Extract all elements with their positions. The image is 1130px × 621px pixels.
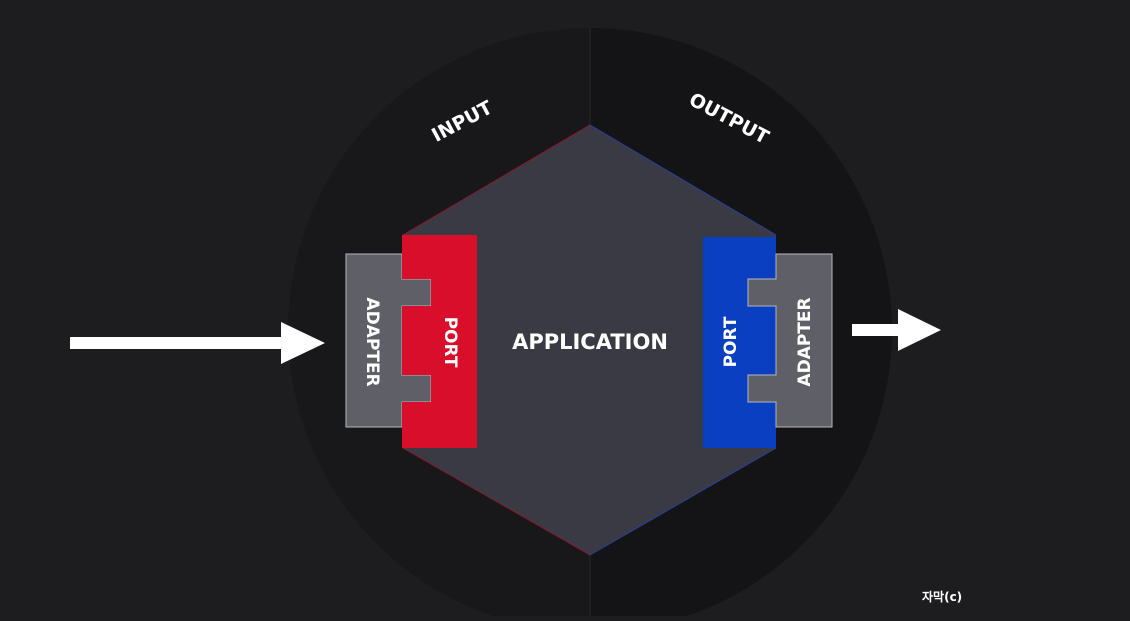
output-adapter-label: ADAPTER [795, 297, 815, 386]
hexagon-edge-right-top [589, 124, 777, 236]
hexagon-edge-left-bottom [402, 447, 591, 556]
output-port [703, 237, 776, 448]
input-port [402, 235, 477, 448]
application-hexagon [403, 125, 776, 555]
output-port-label: PORT [721, 316, 741, 367]
hexagon-edge-right-bottom [589, 447, 777, 556]
output-arrow [852, 309, 941, 351]
input-port-label: PORT [440, 317, 460, 368]
input-arrow [70, 322, 325, 364]
output-adapter [747, 253, 833, 428]
hexagon-edge-left-top [402, 124, 591, 236]
application-label: APPLICATION [512, 330, 668, 354]
caption-credit: 자막(c) [922, 590, 963, 604]
input-adapter-label: ADAPTER [362, 297, 382, 386]
